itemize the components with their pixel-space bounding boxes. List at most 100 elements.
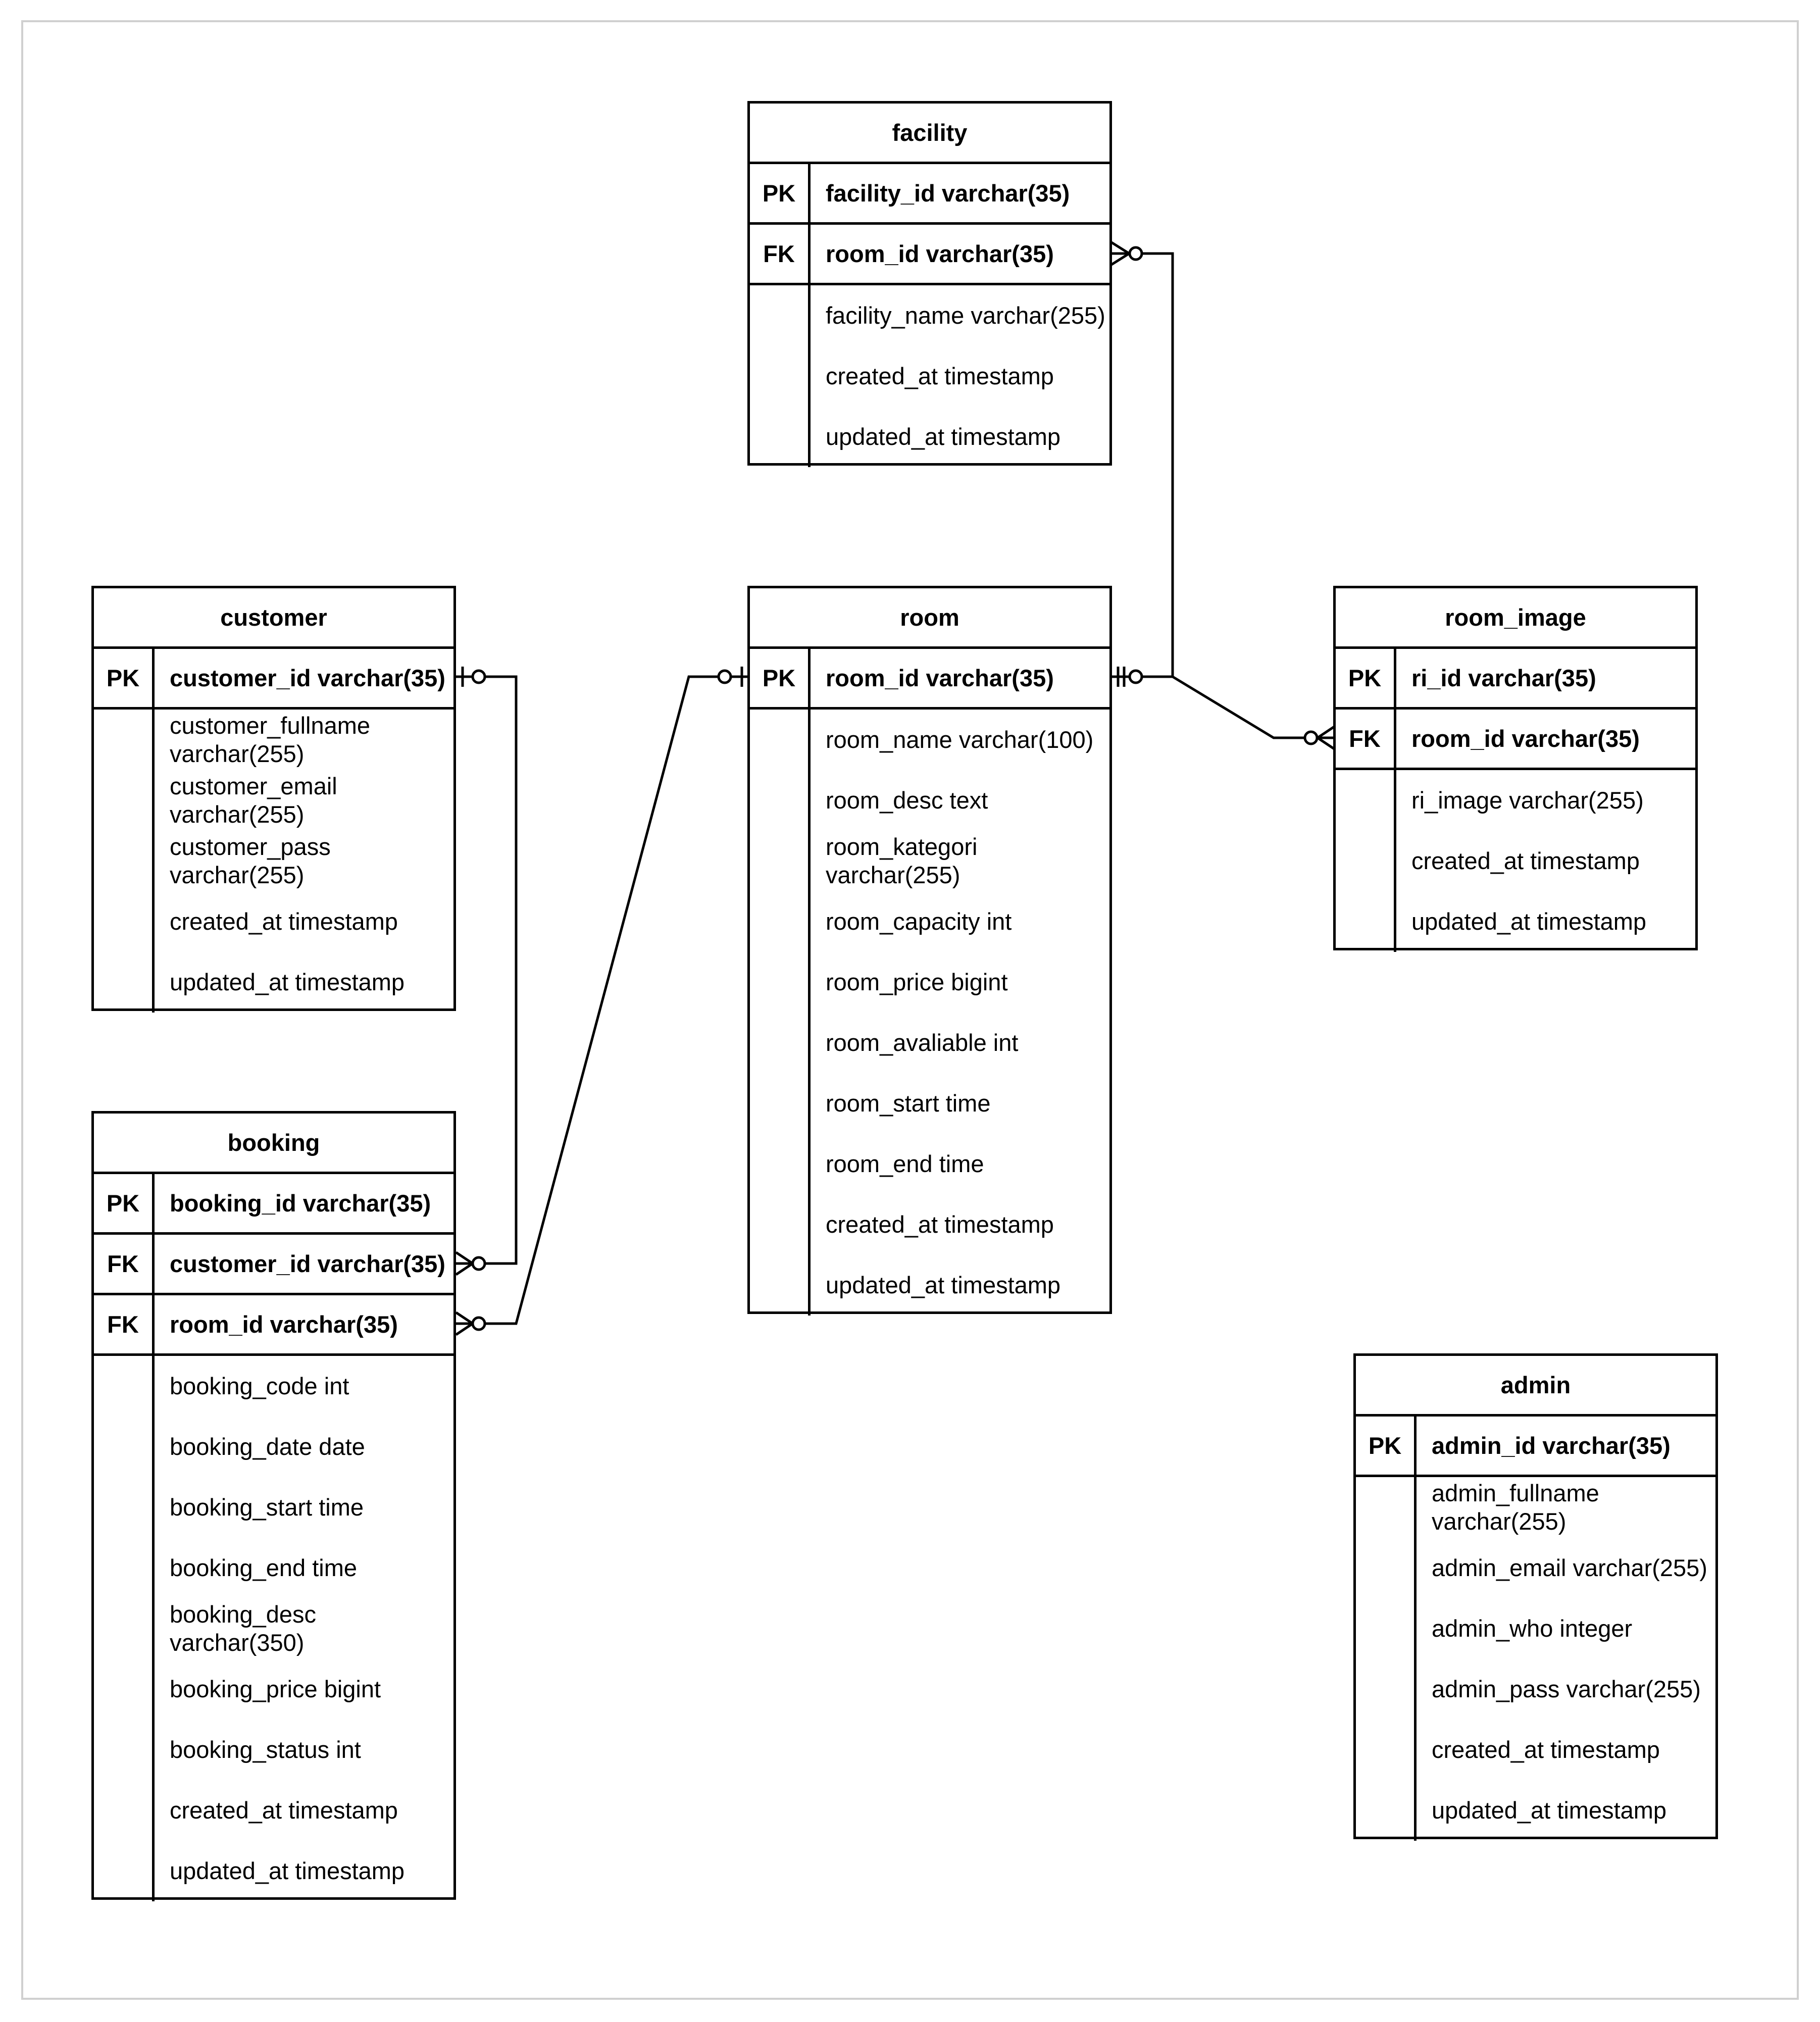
attribute: room_kategori varchar(255): [826, 833, 978, 888]
attribute: room_price bigint: [826, 969, 1008, 995]
attribute: customer_pass varchar(255): [170, 833, 331, 888]
attribute-list: ri_image varchar(255) created_at timesta…: [1396, 770, 1695, 952]
attribute-list: facility_name varchar(255) created_at ti…: [811, 285, 1109, 467]
entity-booking: booking PK booking_id varchar(35) FK cus…: [91, 1111, 456, 1901]
key-row: PK booking_id varchar(35): [94, 1174, 453, 1235]
attribute: booking_status int: [170, 1736, 361, 1763]
entity-title: admin: [1356, 1356, 1715, 1417]
attribute: customer_fullname varchar(255): [170, 712, 371, 767]
key-field: customer_id varchar(35): [170, 1250, 445, 1277]
key-row: PK room_id varchar(35): [750, 649, 1109, 710]
attribute: created_at timestamp: [170, 1797, 398, 1824]
attribute: booking_start time: [170, 1494, 364, 1521]
attribute: booking_code int: [170, 1373, 349, 1399]
attribute: room_capacity int: [826, 908, 1012, 935]
key-type: PK: [94, 649, 155, 707]
attribute-list: customer_fullname varchar(255) customer_…: [155, 710, 453, 1013]
entity-customer: customer PK customer_id varchar(35) cust…: [91, 586, 456, 1013]
attribute: updated_at timestamp: [170, 1857, 405, 1884]
key-field: admin_id varchar(35): [1432, 1432, 1671, 1459]
key-field: room_id varchar(35): [826, 665, 1054, 691]
attribute: updated_at timestamp: [826, 423, 1061, 450]
attribute: created_at timestamp: [1432, 1736, 1660, 1763]
entity-title: facility: [750, 104, 1109, 164]
key-type: PK: [750, 649, 811, 707]
attribute-list: admin_fullname varchar(255) admin_email …: [1417, 1477, 1715, 1841]
relation-room-facility: [1110, 241, 1174, 687]
attribute: admin_fullname varchar(255): [1432, 1480, 1599, 1535]
attribute: updated_at timestamp: [1411, 908, 1647, 935]
key-type: FK: [1336, 710, 1396, 768]
attribute: created_at timestamp: [826, 363, 1054, 389]
attribute-section: admin_fullname varchar(255) admin_email …: [1356, 1477, 1715, 1841]
entity-room: room PK room_id varchar(35) room_name va…: [747, 586, 1112, 1316]
entity-facility: facility PK facility_id varchar(35) FK r…: [747, 101, 1112, 467]
entity-admin: admin PK admin_id varchar(35) admin_full…: [1353, 1353, 1718, 1841]
key-field: booking_id varchar(35): [170, 1190, 431, 1217]
attribute-section: booking_code int booking_date date booki…: [94, 1356, 453, 1901]
key-column-blank: [750, 710, 811, 1316]
key-column-blank: [1356, 1477, 1417, 1841]
attribute: booking_date date: [170, 1433, 365, 1460]
key-column-blank: [750, 285, 811, 467]
entity-room-image: room_image PK ri_id varchar(35) FK room_…: [1333, 586, 1698, 952]
attribute: room_name varchar(100): [826, 726, 1094, 753]
key-field: room_id varchar(35): [1411, 725, 1640, 752]
key-field: facility_id varchar(35): [826, 180, 1070, 207]
key-type: FK: [94, 1235, 155, 1293]
attribute: updated_at timestamp: [826, 1272, 1061, 1298]
attribute-list: room_name varchar(100) room_desc text ro…: [811, 710, 1109, 1316]
key-type: PK: [1356, 1417, 1417, 1475]
key-row: PK facility_id varchar(35): [750, 164, 1109, 225]
key-field: ri_id varchar(35): [1411, 665, 1596, 691]
attribute-section: ri_image varchar(255) created_at timesta…: [1336, 770, 1695, 952]
attribute: created_at timestamp: [1411, 847, 1640, 874]
entity-title: customer: [94, 588, 453, 649]
key-column-blank: [94, 1356, 155, 1901]
relation-customer-booking: [455, 667, 518, 1276]
attribute: booking_desc varchar(350): [170, 1601, 317, 1656]
key-row: FK room_id varchar(35): [1336, 710, 1695, 770]
attribute: updated_at timestamp: [170, 969, 405, 995]
key-row: PK customer_id varchar(35): [94, 649, 453, 710]
attribute: created_at timestamp: [826, 1211, 1054, 1238]
attribute: created_at timestamp: [170, 908, 398, 935]
entity-title: room_image: [1336, 588, 1695, 649]
attribute: admin_email varchar(255): [1432, 1554, 1707, 1581]
attribute-section: customer_fullname varchar(255) customer_…: [94, 710, 453, 1013]
key-column-blank: [94, 710, 155, 1013]
key-field: room_id varchar(35): [826, 240, 1054, 267]
key-field: room_id varchar(35): [170, 1311, 398, 1338]
key-type: FK: [94, 1295, 155, 1353]
attribute: updated_at timestamp: [1432, 1797, 1667, 1824]
attribute: booking_price bigint: [170, 1676, 381, 1702]
attribute-section: facility_name varchar(255) created_at ti…: [750, 285, 1109, 467]
key-type: PK: [1336, 649, 1396, 707]
entity-title: booking: [94, 1114, 453, 1174]
key-type: PK: [750, 164, 811, 222]
attribute: ri_image varchar(255): [1411, 787, 1644, 814]
diagram-frame: [21, 20, 1799, 2000]
attribute-list: booking_code int booking_date date booki…: [155, 1356, 453, 1901]
key-row: FK customer_id varchar(35): [94, 1235, 453, 1295]
key-type: FK: [750, 225, 811, 283]
key-field: customer_id varchar(35): [170, 665, 445, 691]
attribute: facility_name varchar(255): [826, 302, 1105, 329]
key-column-blank: [1336, 770, 1396, 952]
attribute: customer_email varchar(255): [170, 773, 337, 828]
attribute: admin_pass varchar(255): [1432, 1676, 1701, 1702]
key-row: PK ri_id varchar(35): [1336, 649, 1695, 710]
key-row: PK admin_id varchar(35): [1356, 1417, 1715, 1477]
relation-room-booking: [455, 667, 748, 1336]
key-row: FK room_id varchar(35): [94, 1295, 453, 1356]
entity-title: room: [750, 588, 1109, 649]
attribute: room_end time: [826, 1150, 984, 1177]
attribute-section: room_name varchar(100) room_desc text ro…: [750, 710, 1109, 1316]
attribute: room_desc text: [826, 787, 988, 814]
attribute: booking_end time: [170, 1554, 358, 1581]
attribute: room_start time: [826, 1090, 991, 1117]
relation-room-room-image: [1172, 675, 1335, 750]
attribute: room_avaliable int: [826, 1029, 1019, 1056]
